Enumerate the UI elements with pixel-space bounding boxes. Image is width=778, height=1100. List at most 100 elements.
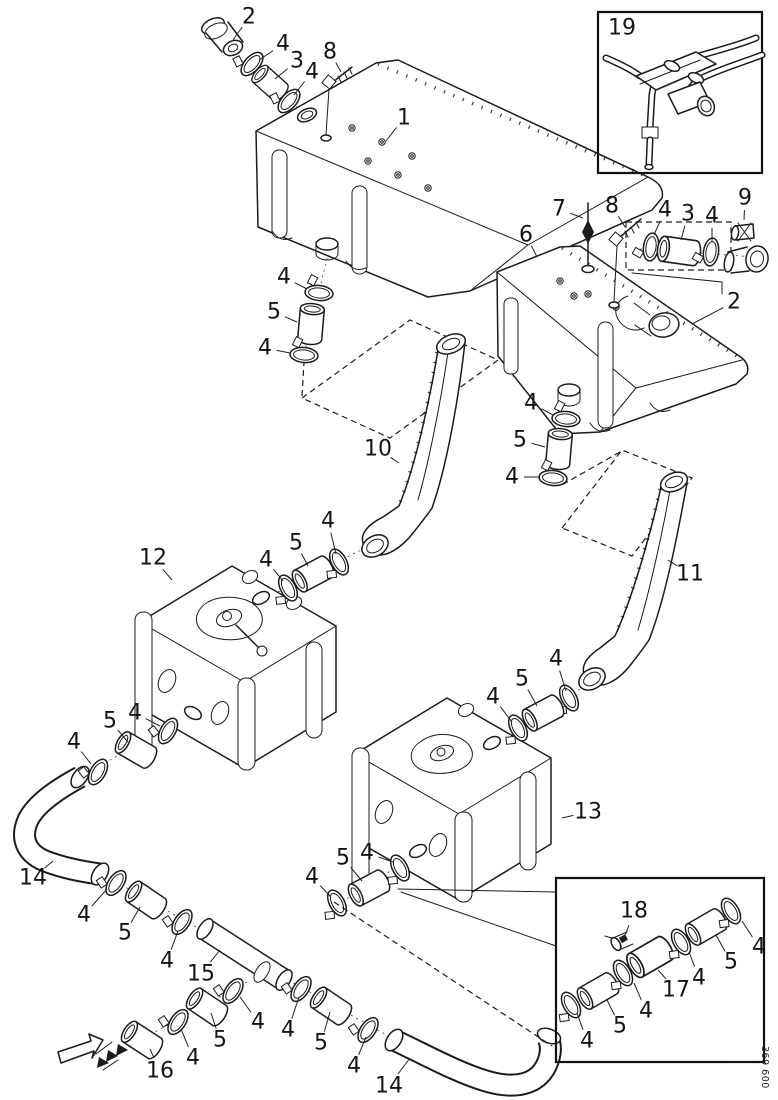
elbow-2-right — [723, 245, 769, 274]
callout-leader — [531, 442, 546, 448]
callout-leader — [162, 569, 173, 581]
callout-leader — [180, 1028, 189, 1048]
line-detail — [314, 886, 351, 925]
line-detail — [256, 645, 268, 657]
line-detail — [644, 163, 654, 171]
line-detail — [618, 218, 642, 239]
tank-6-rail — [503, 297, 519, 375]
line-detail — [378, 138, 386, 146]
callout-label: 7 — [552, 197, 566, 222]
tank-12-hole — [210, 701, 230, 725]
callout-leader — [667, 559, 678, 567]
line-detail — [315, 237, 339, 251]
dashed-box-duct-10 — [300, 319, 500, 439]
line-detail — [397, 888, 557, 947]
duct-10 — [361, 333, 467, 558]
line-detail — [687, 71, 705, 85]
line-detail — [586, 292, 590, 296]
callout-label: 4 — [347, 1054, 361, 1079]
line-detail — [389, 1031, 560, 1095]
callout-leader — [145, 718, 161, 727]
callout-leader — [335, 62, 342, 73]
hose-14-bottom — [384, 1027, 562, 1097]
tank-12-neck — [183, 705, 203, 721]
callout-label: 15 — [187, 962, 215, 987]
tank-13-hole — [374, 800, 394, 824]
line-detail — [727, 246, 750, 274]
callout-leader — [274, 68, 289, 80]
callout-label: 4 — [752, 935, 766, 960]
callout-label: 5 — [213, 1028, 227, 1053]
callout-leader — [319, 885, 332, 898]
callout-label: 14 — [19, 866, 47, 891]
line-detail — [116, 1044, 128, 1056]
callout-label: 3 — [681, 202, 695, 227]
callout-label: 4 — [276, 32, 290, 57]
line-detail — [424, 184, 432, 192]
callout-label: 4 — [160, 949, 174, 974]
callout-label: 5 — [103, 709, 117, 734]
callout-leader — [293, 81, 305, 96]
callout-leader — [499, 706, 513, 723]
callout-leader — [232, 26, 243, 41]
line-detail — [582, 482, 688, 686]
line-detail — [325, 88, 330, 136]
inset-box-19 — [596, 10, 766, 175]
callout-leader — [385, 127, 397, 142]
sleeve-5 — [306, 983, 356, 1029]
line-detail — [320, 134, 332, 142]
line-detail — [321, 74, 337, 90]
callout-leader — [561, 814, 574, 819]
line-detail — [556, 277, 564, 285]
line-detail — [300, 110, 314, 120]
tank-12-dipstick — [196, 596, 268, 657]
callout-label: 14 — [375, 1074, 403, 1099]
tank-1 — [255, 59, 664, 298]
line-detail — [261, 547, 366, 601]
callout-label: 4 — [549, 647, 563, 672]
line-detail — [417, 351, 449, 501]
callout-leader — [358, 1036, 367, 1056]
line-detail — [366, 538, 384, 554]
callout-leader — [715, 934, 726, 952]
callout-label: 4 — [305, 60, 319, 85]
line-detail — [631, 272, 723, 295]
line-detail — [572, 294, 576, 298]
callout-leader — [291, 996, 300, 1019]
callout-leader — [80, 751, 92, 765]
callout-label: 16 — [146, 1059, 174, 1084]
line-detail — [737, 222, 752, 242]
callout-label: 4 — [639, 999, 653, 1024]
line-detail — [253, 961, 271, 983]
callout-leader — [276, 349, 291, 354]
line-detail — [589, 402, 671, 432]
line-detail — [222, 611, 232, 621]
callout-leader — [680, 225, 686, 241]
callout-leader — [284, 316, 298, 323]
callout-leader — [330, 532, 337, 555]
callout-label: 2 — [727, 290, 741, 315]
callout-label: 8 — [605, 194, 619, 219]
callout-label: 3 — [290, 49, 304, 74]
callout-label: 4 — [67, 730, 81, 755]
bolt-8-right — [608, 218, 642, 309]
dashed-box-right-parts — [625, 221, 732, 295]
line-detail — [306, 983, 356, 1029]
line-detail — [630, 229, 662, 263]
fitting-9 — [730, 222, 755, 242]
line-detail — [664, 475, 684, 489]
tank-13-hole — [428, 833, 448, 857]
clamp-ring — [314, 886, 351, 925]
callout-leader — [210, 1012, 217, 1029]
callout-leader — [294, 282, 308, 290]
callout-label: 8 — [323, 40, 337, 65]
line-detail — [227, 43, 239, 53]
tank-1-filler-neck — [296, 107, 318, 123]
elbow-2-top — [200, 17, 244, 57]
line-detail — [121, 877, 171, 923]
callout-leader — [397, 1057, 411, 1075]
callout-leader — [559, 670, 567, 692]
callout-label: 4 — [128, 701, 142, 726]
line-detail — [596, 10, 764, 175]
